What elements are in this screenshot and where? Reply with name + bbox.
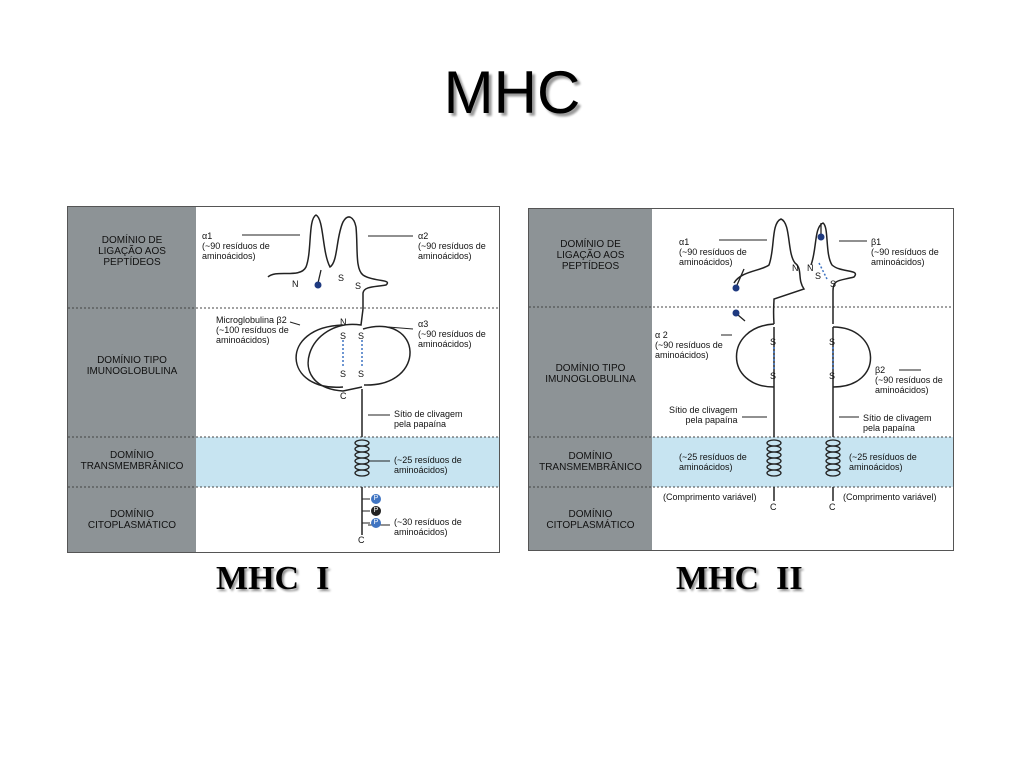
- glycan-stem: [736, 268, 745, 286]
- mhc1-b2m-chain: [295, 324, 344, 388]
- glycan-stem: [737, 314, 746, 322]
- glycan-icon: [732, 284, 740, 292]
- mhc2-drawing: [529, 209, 953, 550]
- domain-column: [529, 209, 652, 550]
- cleavage-site-label: Sítio de clivagem pela papaína: [394, 409, 463, 429]
- beta2-label: β2 (~90 resíduos de aminoácidos): [875, 365, 943, 395]
- sulfur-label: S: [358, 369, 365, 379]
- membrane-band: [196, 437, 499, 487]
- mhc1-drawing: [68, 207, 499, 552]
- glycan-stem: [317, 269, 322, 284]
- transmembrane-residues-label-alpha: (~25 resíduos de aminoácidos): [679, 452, 747, 472]
- membrane-band: [652, 437, 953, 487]
- c-terminus-label: C: [770, 502, 777, 512]
- variable-length-label-beta: (Comprimento variável): [843, 492, 937, 502]
- c-terminus-label: C: [340, 391, 347, 401]
- n-terminus-label: N: [792, 263, 799, 273]
- sulfur-label: S: [829, 337, 836, 347]
- alpha3-label: α3 (~90 resíduos de aminoácidos): [418, 319, 486, 349]
- n-terminus-label: N: [807, 263, 814, 273]
- mhc2-alpha-chain: [733, 218, 806, 501]
- mhc1-alpha-chain: [267, 214, 411, 535]
- variable-length-label-alpha: (Comprimento variável): [663, 492, 757, 502]
- mhc2-transmembrane-coil-right: [825, 439, 841, 477]
- beta2-microglobulin-label: Microglobulina β2 (~100 resíduos de amin…: [216, 315, 289, 345]
- domain-label-peptide-binding: DOMÍNIO DE LIGAÇÃO AOS PEPTÍDEOS: [98, 235, 166, 268]
- disulfide-bonds: [773, 262, 834, 371]
- sulfur-label: S: [815, 271, 822, 281]
- sulfur-label: S: [340, 369, 347, 379]
- sulfur-label: S: [770, 371, 777, 381]
- disulfide-bonds: [342, 340, 363, 367]
- phosphate-icon: P: [371, 494, 381, 504]
- glycan-icon: [314, 281, 322, 289]
- mhc2-caption: MHC II: [676, 560, 803, 597]
- alpha1-label: α1 (~90 resíduos de aminoácidos): [679, 237, 747, 267]
- sulfur-label: S: [829, 371, 836, 381]
- mhc2-leader-lines: [719, 239, 921, 418]
- domain-label-transmembrane: DOMÍNIO TRANSMEMBRÂNICO: [80, 450, 184, 472]
- alpha2-label: α 2 (~90 resíduos de aminoácidos): [655, 330, 723, 360]
- domain-label-immunoglobulin: DOMÍNIO TIPO IMUNOGLOBULINA: [545, 363, 636, 385]
- domain-dividers: [529, 306, 953, 488]
- domain-label-cytoplasmic: DOMÍNIO CITOPLASMÁTICO: [87, 509, 177, 531]
- domain-label-cytoplasmic: DOMÍNIO CITOPLASMÁTICO: [546, 509, 635, 531]
- phosphate-ticks: [362, 498, 370, 524]
- mhc1-diagram: DOMÍNIO DE LIGAÇÃO AOS PEPTÍDEOS DOMÍNIO…: [67, 206, 500, 553]
- sulfur-label: S: [338, 273, 345, 283]
- mhc2-beta-chain: [810, 222, 872, 501]
- domain-label-peptide-binding: DOMÍNIO DE LIGAÇÃO AOS PEPTÍDEOS: [556, 239, 625, 272]
- c-terminus-label: C: [358, 535, 365, 545]
- n-terminus-label: N: [340, 317, 347, 327]
- sulfur-label: S: [358, 331, 365, 341]
- domain-column: [68, 207, 196, 552]
- mhc2-transmembrane-coil-left: [766, 439, 782, 477]
- domain-label-transmembrane: DOMÍNIO TRANSMEMBRÂNICO: [539, 451, 642, 473]
- phosphate-icon: P: [371, 506, 381, 516]
- mhc2-diagram: DOMÍNIO DE LIGAÇÃO AOS PEPTÍDEOS DOMÍNIO…: [528, 208, 954, 551]
- sulfur-label: S: [770, 337, 777, 347]
- slide-title: MHC: [443, 59, 581, 126]
- glycan-icon: [817, 233, 825, 241]
- c-terminus-label: C: [829, 502, 836, 512]
- cleavage-site-label-beta: Sítio de clivagem pela papaína: [863, 413, 932, 433]
- beta1-label: β1 (~90 resíduos de aminoácidos): [871, 237, 939, 267]
- transmembrane-residues-label: (~25 resíduos de aminoácidos): [394, 455, 462, 475]
- alpha1-label: α1 (~90 resíduos de aminoácidos): [202, 231, 270, 261]
- alpha2-label: α2 (~90 resíduos de aminoácidos): [418, 231, 486, 261]
- sulfur-label: S: [340, 331, 347, 341]
- sulfur-label: S: [830, 279, 837, 289]
- glycan-icon: [732, 309, 740, 317]
- sulfur-label: S: [355, 281, 362, 291]
- domain-label-immunoglobulin: DOMÍNIO TIPO IMUNOGLOBULINA: [86, 355, 178, 377]
- cleavage-site-label-alpha: Sítio de clivagem pela papaína: [669, 405, 738, 425]
- transmembrane-residues-label-beta: (~25 resíduos de aminoácidos): [849, 452, 917, 472]
- mhc1-caption: MHC I: [216, 560, 330, 597]
- cytoplasmic-residues-label: (~30 resíduos de aminoácidos): [394, 517, 462, 537]
- n-terminus-label: N: [292, 279, 299, 289]
- phosphate-icon: P: [371, 518, 381, 528]
